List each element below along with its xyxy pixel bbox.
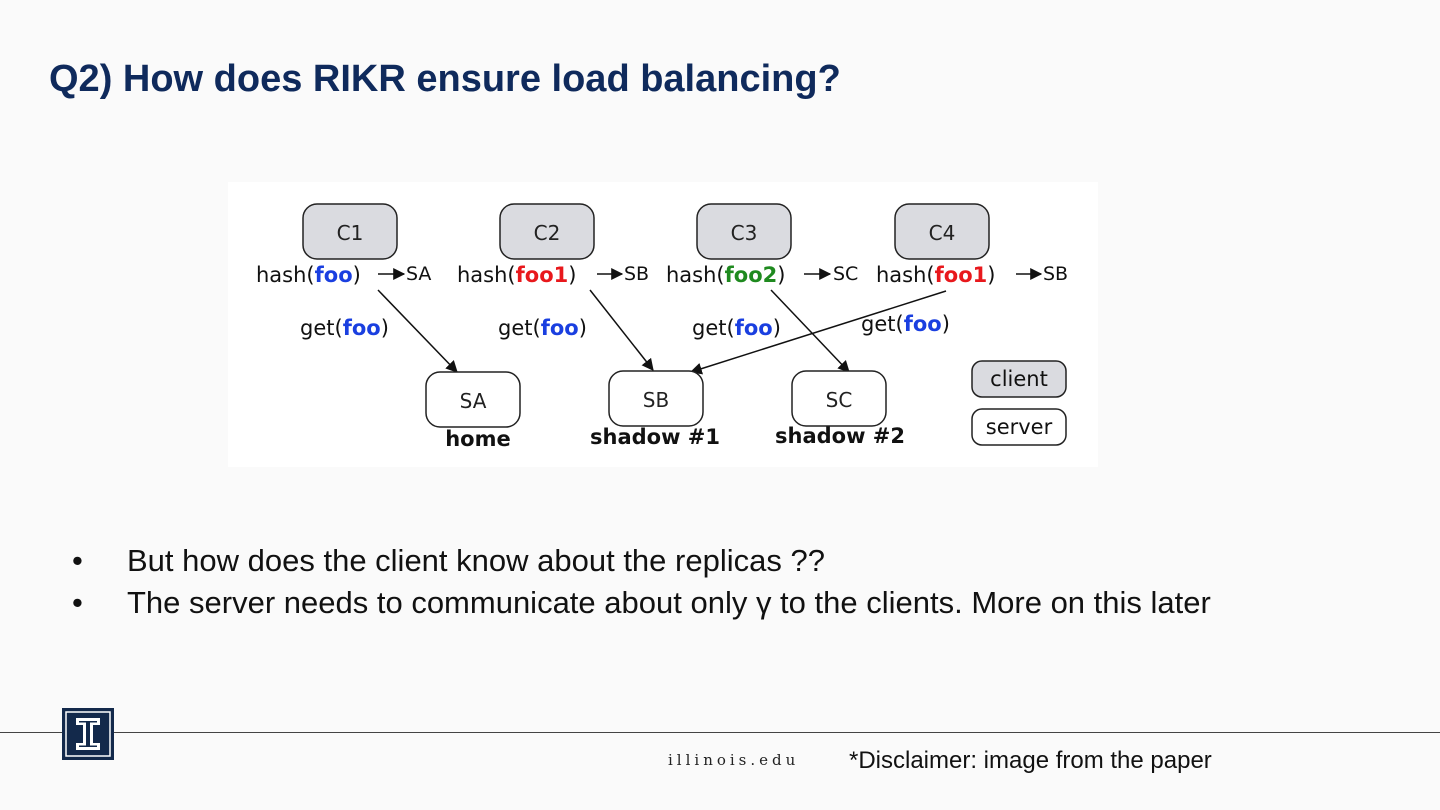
hash-label-c1: hash(foo)	[256, 263, 361, 287]
hash-target-c3: SC	[833, 263, 858, 285]
server-label: SA	[460, 389, 487, 413]
replica-diagram: C1 C2 C3 C4 hash(foo) SA hash(foo1) SB h…	[228, 182, 1098, 467]
get-label-c2: get(foo)	[498, 316, 587, 340]
client-label: C2	[534, 221, 561, 245]
bullet-item: The server needs to communicate about on…	[72, 582, 1332, 624]
get-label-c3: get(foo)	[692, 316, 781, 340]
svg-text:client: client	[990, 367, 1048, 391]
get-label-c1: get(foo)	[300, 316, 389, 340]
disclaimer-note: *Disclaimer: image from the paper	[849, 747, 1212, 774]
client-node-c2: C2	[499, 203, 595, 260]
svg-text:server: server	[986, 415, 1053, 439]
client-label: C1	[337, 221, 364, 245]
footer-divider	[0, 732, 1440, 733]
request-arrow-c1-sa	[377, 289, 458, 373]
hash-target-c1: SA	[406, 263, 431, 285]
bullet-list: But how does the client know about the r…	[72, 540, 1332, 624]
client-node-c3: C3	[696, 203, 792, 260]
client-node-c1: C1	[302, 203, 398, 260]
illinois-wordmark: illinois.edu	[668, 751, 800, 769]
hash-target-c4: SB	[1043, 263, 1068, 285]
server-role-sb: shadow #1	[590, 425, 720, 449]
legend-client: client	[971, 360, 1067, 398]
server-role-sa: home	[445, 427, 511, 451]
server-node-sa: SA	[425, 371, 521, 428]
get-label-c4: get(foo)	[861, 312, 950, 336]
illinois-block-i-logo-icon	[62, 708, 114, 760]
hash-target-c2: SB	[624, 263, 649, 285]
hash-label-c4: hash(foo1)	[876, 263, 995, 287]
slide-title: Q2) How does RIKR ensure load balancing?	[49, 58, 841, 100]
hash-label-c3: hash(foo2)	[666, 263, 785, 287]
bullet-item: But how does the client know about the r…	[72, 540, 1332, 582]
client-node-c4: C4	[894, 203, 990, 260]
server-node-sb: SB	[608, 370, 704, 427]
legend-server: server	[971, 408, 1067, 446]
client-label: C3	[731, 221, 758, 245]
client-label: C4	[929, 221, 956, 245]
server-label: SB	[643, 388, 669, 412]
server-node-sc: SC	[791, 370, 887, 427]
server-label: SC	[826, 388, 853, 412]
hash-label-c2: hash(foo1)	[457, 263, 576, 287]
legend: client server	[971, 360, 1067, 446]
server-role-sc: shadow #2	[775, 424, 905, 448]
request-arrow-c2-sb	[589, 289, 654, 371]
request-arrow-c4-sb	[689, 290, 947, 375]
request-arrow-c3-sc	[770, 289, 850, 373]
